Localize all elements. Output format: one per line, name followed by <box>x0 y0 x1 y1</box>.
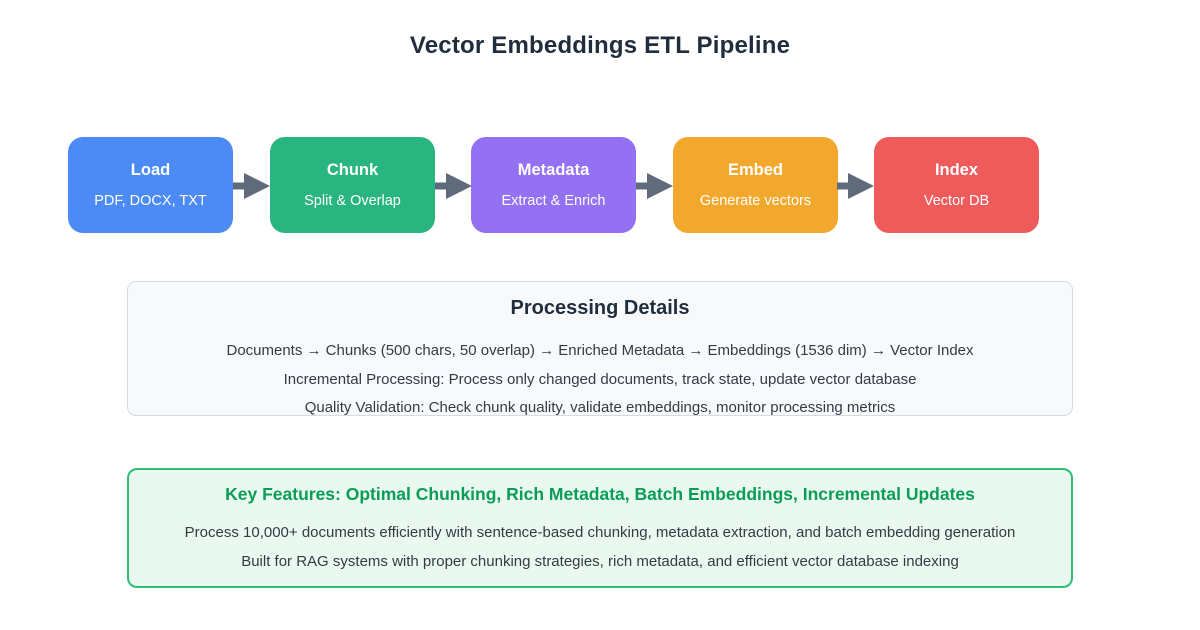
incremental-processing-line: Incremental Processing: Process only cha… <box>283 370 917 388</box>
stage-index-sublabel: Vector DB <box>923 193 990 209</box>
stage-embed-sublabel: Generate vectors <box>699 193 812 209</box>
stage-metadata-label: Metadata <box>517 161 590 179</box>
processing-details-panel: Processing Details Documents → Chunks (5… <box>127 281 1073 416</box>
key-features-line-2: Built for RAG systems with proper chunki… <box>241 552 959 570</box>
stage-chunk-label: Chunk <box>326 161 379 179</box>
stage-chunk-sublabel: Split & Overlap <box>304 193 401 209</box>
stage-embed: Embed Generate vectors <box>673 137 838 233</box>
flow-arrow-icon <box>435 173 472 199</box>
flow-arrow-icon <box>233 173 270 199</box>
stage-load-sublabel: PDF, DOCX, TXT <box>94 193 207 209</box>
stage-index: Index Vector DB <box>874 137 1039 233</box>
page-title: Vector Embeddings ETL Pipeline <box>409 32 791 59</box>
processing-details-title: Processing Details <box>510 297 690 319</box>
stage-load: Load PDF, DOCX, TXT <box>68 137 233 233</box>
processing-details-lines: Documents → Chunks (500 chars, 50 overla… <box>128 337 1072 423</box>
stage-metadata: Metadata Extract & Enrich <box>471 137 636 233</box>
stage-embed-label: Embed <box>727 161 783 179</box>
key-features-panel: Key Features: Optimal Chunking, Rich Met… <box>127 468 1073 588</box>
key-features-title: Key Features: Optimal Chunking, Rich Met… <box>225 484 975 504</box>
key-features-lines: Process 10,000+ documents efficiently wi… <box>129 519 1071 576</box>
quality-validation-line: Quality Validation: Check chunk quality,… <box>304 399 896 416</box>
stage-metadata-sublabel: Extract & Enrich <box>501 193 606 209</box>
stage-load-label: Load <box>130 161 171 179</box>
stage-index-label: Index <box>934 161 979 179</box>
flow-arrow-icon <box>636 173 673 199</box>
key-features-line-1: Process 10,000+ documents efficiently wi… <box>184 524 1016 541</box>
flow-arrow-icon <box>837 173 874 199</box>
stage-chunk: Chunk Split & Overlap <box>270 137 435 233</box>
processing-flow-line: Documents → Chunks (500 chars, 50 overla… <box>226 342 974 359</box>
